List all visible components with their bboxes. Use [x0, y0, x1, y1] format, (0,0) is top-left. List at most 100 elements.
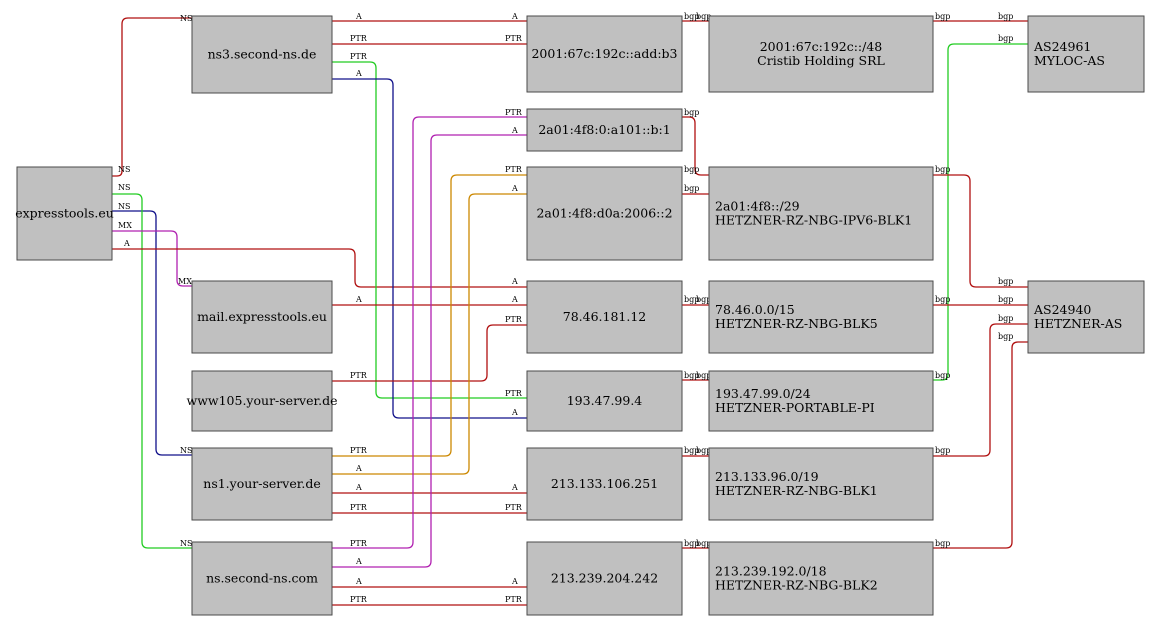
- edge-line: [332, 193, 527, 475]
- node-ns3[interactable]: ns3.second-ns.de: [191, 15, 333, 94]
- node-ip6b[interactable]: 2a01:4f8:0:a101::b:1: [526, 108, 683, 152]
- edge-tail-label: A: [355, 12, 362, 21]
- node-ip4a[interactable]: 78.46.181.12: [526, 280, 683, 354]
- edge-head-label: NS: [180, 446, 192, 455]
- edge-head-label: A: [511, 483, 518, 492]
- node-label: 213.239.204.242: [551, 571, 658, 586]
- node-box: [708, 541, 934, 616]
- edge-tail-label: A: [355, 577, 362, 586]
- node-box: [708, 166, 934, 261]
- edge-tail-label: bgp: [684, 108, 699, 117]
- node-box: [1027, 15, 1145, 93]
- node-box: [526, 108, 683, 152]
- node-ns1[interactable]: ns1.your-server.de: [191, 447, 333, 521]
- edge-head-label: PTR: [505, 315, 523, 324]
- edge-pfx4-bgp-as1: bgp bgp: [933, 34, 1028, 381]
- node-label: ns.second-ns.com: [206, 571, 318, 586]
- node-label: Cristib Holding SRL: [757, 53, 885, 68]
- node-box: [16, 166, 113, 261]
- edge-tail-label: bgp: [684, 539, 699, 548]
- edge-head-label: bgp: [998, 12, 1013, 21]
- edge-tail-label: PTR: [350, 446, 368, 455]
- edge-head-label: PTR: [505, 595, 523, 604]
- edge-head-label: bgp: [696, 12, 711, 21]
- node-label: 78.46.0.0/15: [715, 302, 795, 317]
- node-label: HETZNER-RZ-NBG-BLK2: [715, 578, 878, 593]
- edge-tail-label: A: [355, 464, 362, 473]
- edge-head-label: bgp: [684, 165, 699, 174]
- edge-line: [112, 248, 527, 288]
- node-ip4b[interactable]: 193.47.99.4: [526, 370, 683, 432]
- node-label: www105.your-server.de: [187, 393, 338, 408]
- edge-ns3-a-ip4b: AA: [332, 69, 527, 419]
- edge-nssecond-ptr-ip6b: PTR PTR: [332, 108, 527, 549]
- node-box: [526, 166, 683, 261]
- edge-tail-label: PTR: [350, 52, 368, 61]
- node-ip6c[interactable]: 2a01:4f8:d0a:2006::2: [526, 166, 683, 261]
- node-label: 2a01:4f8:0:a101::b:1: [538, 122, 670, 137]
- edge-line: [933, 43, 1028, 381]
- edge-tail-label: PTR: [350, 371, 368, 380]
- node-label: 2a01:4f8::/29: [715, 199, 800, 214]
- edge-head-label: bgp: [998, 295, 1013, 304]
- node-box: [708, 280, 934, 354]
- edge-tail-label: NS: [118, 165, 130, 174]
- node-mail[interactable]: mail.expresstools.eu: [191, 280, 333, 354]
- node-nssecond[interactable]: ns.second-ns.com: [191, 541, 333, 616]
- edge-head-label: A: [511, 184, 518, 193]
- edge-head-label: PTR: [505, 503, 523, 512]
- node-www105[interactable]: www105.your-server.de: [187, 370, 338, 432]
- node-label: 78.46.181.12: [563, 309, 647, 324]
- edge-head-label: bgp: [696, 539, 711, 548]
- node-label: expresstools.eu: [15, 206, 114, 221]
- edge-line: [933, 341, 1028, 549]
- edge-ip6b-bgp-pfx2: bgp bgp: [682, 108, 709, 176]
- node-ip4c[interactable]: 213.133.106.251: [526, 447, 683, 521]
- edge-tail-label: A: [123, 239, 130, 248]
- node-box: [191, 370, 333, 432]
- node-label: 2001:67c:192c::add:b3: [531, 46, 677, 61]
- node-box: [1027, 280, 1145, 354]
- node-ip4d[interactable]: 213.239.204.242: [526, 541, 683, 616]
- node-expresstools[interactable]: expresstools.eu: [15, 166, 114, 261]
- edge-tail-label: bgp: [684, 12, 699, 21]
- edge-pfx1-bgp-as1: bgp bgp: [933, 12, 1028, 22]
- edge-head-label: bgp: [696, 371, 711, 380]
- edge-tail-label: A: [355, 557, 362, 566]
- edge-tail-label: bgp: [935, 12, 950, 21]
- node-label: ns1.your-server.de: [203, 476, 320, 491]
- edge-head-label: bgp: [998, 34, 1013, 43]
- edge-head-label: A: [511, 12, 518, 21]
- edge-tail-label: A: [355, 69, 362, 78]
- edge-tail-label: bgp: [684, 295, 699, 304]
- node-ip6a[interactable]: 2001:67c:192c::add:b3: [526, 15, 683, 93]
- node-label: 213.133.106.251: [551, 476, 658, 491]
- edge-tail-label: bgp: [935, 539, 950, 548]
- edge-head-label: PTR: [505, 165, 523, 174]
- edge-head-label: PTR: [505, 108, 523, 117]
- edge-line: [332, 324, 527, 382]
- edge-line: [112, 193, 192, 549]
- edge-tail-label: bgp: [684, 446, 699, 455]
- node-box: [708, 447, 934, 521]
